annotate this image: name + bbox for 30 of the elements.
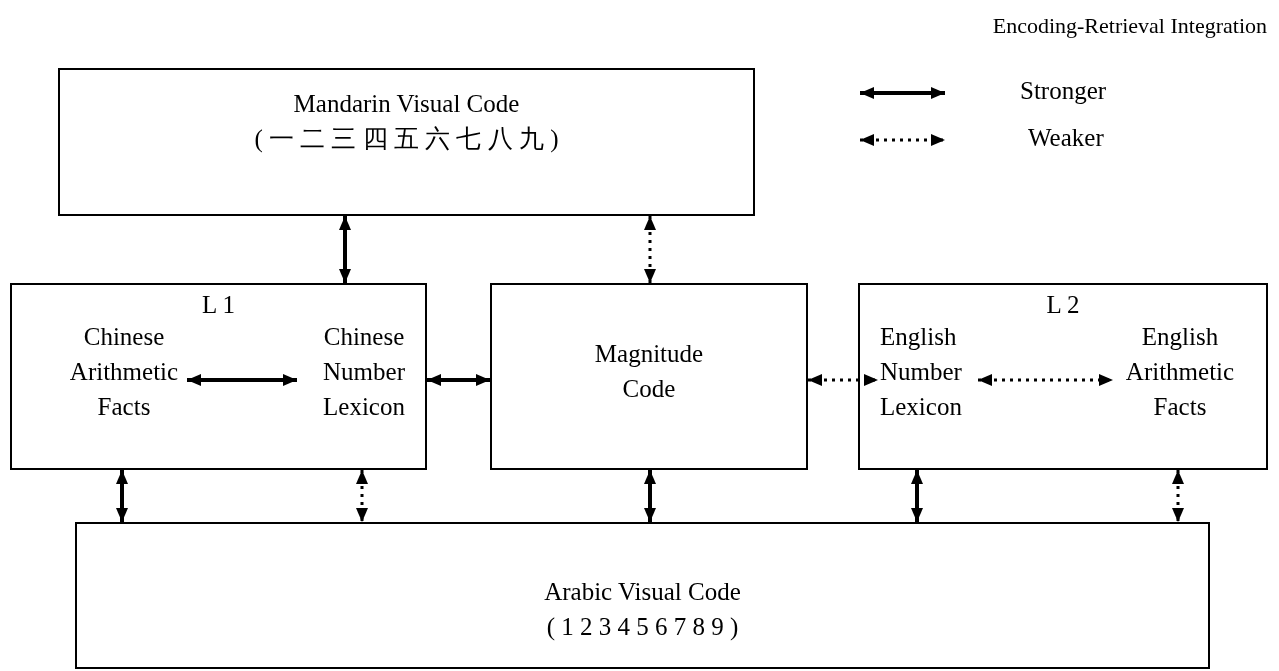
group-box <box>10 283 427 470</box>
legend-label: Stronger <box>1020 76 1107 106</box>
text-label: English Arithmetic Facts <box>1115 285 1245 472</box>
text-label: Chinese Number Lexicon <box>299 285 429 472</box>
double-arrow <box>808 374 878 386</box>
double-arrow <box>644 470 656 522</box>
process-box <box>490 283 808 470</box>
double-arrow <box>187 374 297 386</box>
text-label: English Number Lexicon <box>880 285 980 472</box>
box-label: Mandarin Visual Code <box>292 89 521 119</box>
legend-label: Weaker <box>1028 123 1104 153</box>
box-label: Arabic Visual Code <box>543 577 742 607</box>
double-arrow <box>644 216 656 283</box>
group-title: L 2 <box>1045 290 1081 320</box>
box-label: Magnitude Code <box>593 339 705 404</box>
double-arrow <box>1172 470 1184 522</box>
double-arrow <box>116 470 128 522</box>
double-arrow <box>339 216 351 283</box>
box-label: ( 1 2 3 4 5 6 7 8 9 ) <box>545 612 740 642</box>
process-box <box>75 522 1210 669</box>
group-title: L 1 <box>200 290 237 320</box>
double-arrow <box>356 470 368 522</box>
process-box <box>58 68 755 216</box>
legend-title: Encoding-Retrieval Integration <box>992 12 1267 40</box>
double-arrow <box>978 374 1113 386</box>
text-label: Chinese Arithmetic Facts <box>59 285 189 472</box>
box-label: ( 一 二 三 四 五 六 七 八 九 ) <box>253 124 560 155</box>
double-arrow <box>911 470 923 522</box>
group-box <box>858 283 1268 470</box>
double-arrow <box>427 374 490 386</box>
